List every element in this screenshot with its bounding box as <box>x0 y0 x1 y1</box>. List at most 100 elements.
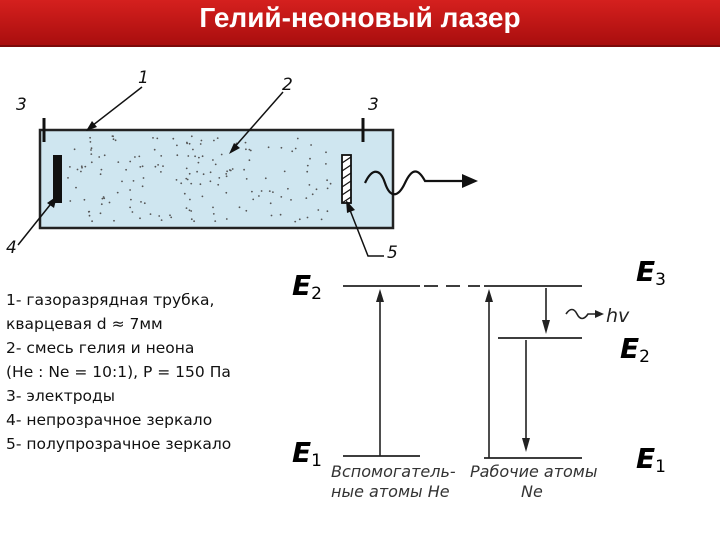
gas-dot <box>89 141 92 143</box>
gas-dot <box>212 159 214 161</box>
gas-dot <box>212 213 215 215</box>
gas-dot <box>189 198 191 201</box>
legend-item-1b: кварцевая d ≈ 7мм <box>6 315 163 333</box>
gas-dot <box>87 210 90 213</box>
gas-dot <box>217 183 220 186</box>
gas-dot <box>305 197 308 200</box>
gas-dot <box>101 197 104 200</box>
gas-dot <box>298 218 301 221</box>
gas-dot <box>294 220 297 223</box>
gas-dot <box>76 168 79 171</box>
gas-dot <box>132 180 135 182</box>
gas-dot <box>160 219 163 222</box>
gas-dot <box>196 170 199 173</box>
gas-dot <box>108 201 111 204</box>
gas-dot <box>192 148 194 151</box>
gas-dot <box>83 198 86 201</box>
gas-dot <box>129 160 132 163</box>
gas-dot <box>202 173 205 176</box>
legend-item-4: 4- непрозрачное зеркало <box>6 411 213 429</box>
gas-dot <box>325 151 327 154</box>
gas-dot <box>80 165 83 168</box>
gas-dot <box>141 165 144 168</box>
discharge-tube <box>38 128 395 230</box>
gas-dot <box>81 166 83 169</box>
gas-dot <box>291 150 294 153</box>
gas-dot <box>176 154 179 157</box>
gas-dot <box>153 148 156 151</box>
gas-dot <box>308 184 311 186</box>
gas-dot <box>214 220 217 223</box>
gas-dot <box>185 177 188 180</box>
gas-dot <box>270 214 273 217</box>
gas-dot <box>90 149 92 151</box>
gas-dot <box>100 203 103 206</box>
gas-dot <box>188 142 191 145</box>
gas-dot <box>73 148 76 151</box>
legend-item-5: 5- полупрозрачное зеркало <box>6 435 232 453</box>
gas-dot <box>279 213 282 216</box>
gas-dot <box>287 187 289 190</box>
legend-item-1a: 1- газоразрядная трубка, <box>6 291 215 309</box>
gas-dot <box>129 189 132 191</box>
gas-dot <box>294 147 297 150</box>
gas-dot <box>320 218 323 221</box>
tube-label-4: 4 <box>6 238 17 258</box>
gas-dot <box>158 215 161 217</box>
gas-dot <box>214 163 217 166</box>
gas-dot <box>103 154 106 157</box>
gas-dot <box>249 149 252 152</box>
gas-dot <box>190 210 193 212</box>
gas-dot <box>306 164 309 167</box>
gas-dot <box>160 171 162 173</box>
gas-dot <box>326 210 329 213</box>
gas-dot <box>213 139 215 142</box>
gas-dot <box>311 193 314 196</box>
tube-label-3-right: 3 <box>368 95 379 115</box>
gas-dot <box>186 142 189 145</box>
gas-dot <box>112 135 114 138</box>
gas-dot <box>225 175 228 178</box>
gas-dot <box>154 165 157 168</box>
tube-label-5: 5 <box>387 243 398 263</box>
gas-dot <box>209 180 212 183</box>
gas-dot <box>245 178 248 180</box>
gas-dot <box>226 170 229 173</box>
gas-dot <box>89 136 91 139</box>
gas-dot <box>112 138 115 141</box>
gas-dot <box>98 156 101 158</box>
gas-dot <box>156 137 159 140</box>
legend-item-2b: (He : Ne = 10:1), P = 150 Па <box>6 363 231 381</box>
gas-dot <box>306 170 309 173</box>
gas-dot <box>80 170 82 173</box>
tube-label-3-left: 3 <box>16 95 27 115</box>
gas-dot <box>201 195 204 198</box>
gas-dot <box>90 161 93 164</box>
gas-dot <box>267 146 270 149</box>
gas-dot <box>190 182 193 185</box>
page-title: Гелий-неоновый лазер <box>199 2 521 33</box>
gas-dot <box>67 177 69 179</box>
leader-2 <box>231 91 284 151</box>
gas-dot <box>113 219 115 222</box>
gas-dot <box>102 196 105 198</box>
title-bar: Гелий-неоновый лазер <box>0 0 720 47</box>
gas-dot <box>248 148 251 151</box>
gas-dot <box>269 202 272 205</box>
gas-dot <box>280 196 283 198</box>
gas-dot <box>125 168 127 171</box>
gas-dot <box>114 139 117 142</box>
gas-dot <box>231 168 234 170</box>
gas-dot <box>75 186 77 189</box>
gas-dot <box>268 190 271 193</box>
gas-dot <box>90 147 93 150</box>
gas-dot <box>280 146 283 149</box>
gas-dot <box>91 220 93 223</box>
gas-dot <box>170 216 173 219</box>
output-beam-arrowhead <box>462 174 478 188</box>
gas-dot <box>197 161 200 164</box>
gas-dot <box>138 155 141 158</box>
gas-dot <box>175 179 178 181</box>
gas-dot <box>193 220 196 223</box>
